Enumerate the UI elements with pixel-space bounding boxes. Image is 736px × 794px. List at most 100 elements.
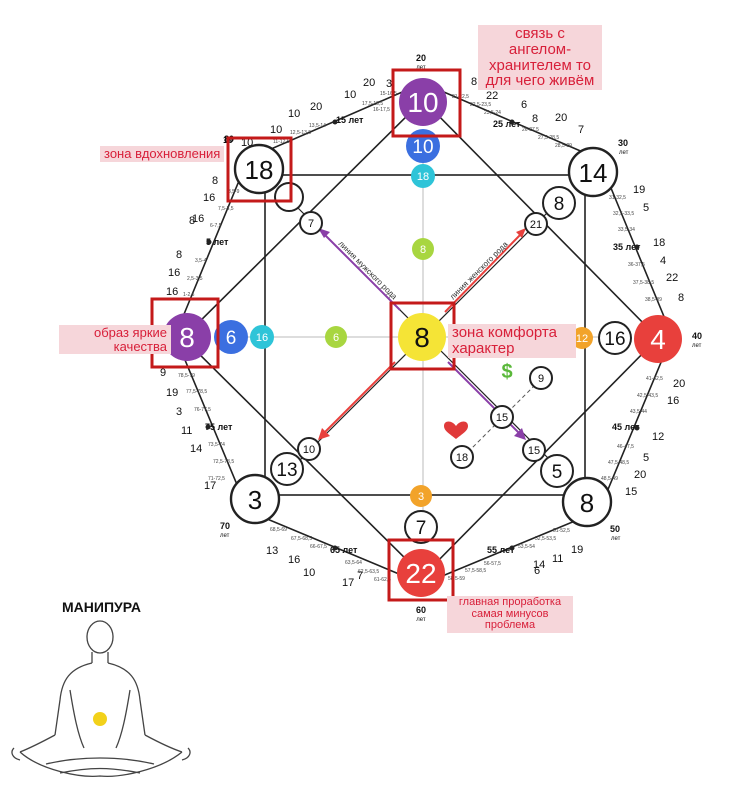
age-range: 1-2,5 [183,292,195,298]
age-range: 2,5-3,5 [187,276,203,282]
node-top-small-value: 18 [417,171,429,183]
age-20: 20 [416,53,426,63]
frame-top [391,68,462,138]
annotation-main-work: главная проработка самая минусов проблем… [447,596,573,633]
node-left-small-value: 16 [256,332,268,344]
node-center [398,313,446,361]
outer-num: 3 [176,406,182,418]
age-range: 23,5-24 [484,110,501,116]
outer-num: 20 [634,469,646,481]
age-40: 40 [692,331,702,341]
outer-num: 10 [344,89,356,101]
outer-num: 5 [643,452,649,464]
lower-right-arrowhead [514,428,526,440]
age-45: 45 лет [612,422,640,432]
age-range: 7,5-8,5 [218,206,234,212]
age-range: 56-57,5 [484,561,501,567]
lower-left-arrow [321,361,396,436]
node-tl-mid-value: 7 [308,218,314,230]
tick-dot [634,425,640,431]
age-range: 42,5-43,5 [637,393,658,399]
age-range: 16-17,5 [373,107,390,113]
outer-num: 6 [534,565,540,577]
outer-num: 22 [666,272,678,284]
outer-num: 20 [555,112,567,124]
node-h-line [325,326,347,348]
age-50: 50 [610,524,620,534]
node-dash-3-value: 18 [456,452,468,464]
node-left-mid [214,320,248,354]
outer-num: 16 [667,395,679,407]
octagon-tick-dots [205,119,640,551]
node-bottom-mid [404,510,438,544]
age-range: 66-67,5 [310,544,327,550]
node-br-mid [540,454,574,488]
age-25: 25 лет [493,119,521,129]
age-55: 55 лет [487,545,515,555]
age-30: 30 [618,138,628,148]
outer-num: 11 [181,425,192,437]
age-ranges-bottom: 51-52,5 52,5-53,5 53,5-54 56-57,5 57,5-5… [270,527,570,583]
frame-bottom [387,538,455,602]
heart-icon [444,421,468,439]
node-bl-mid [270,452,304,486]
node-tl-big-value: 18 [245,155,274,185]
age-70-unit: лет [220,533,230,539]
age-range: 52,5-53,5 [535,536,556,542]
node-bottom-small-value: 3 [418,491,424,503]
outer-num: 6 [521,99,527,111]
outer-num: 20 [363,77,375,89]
figure-legs [19,751,183,777]
age-range: 3,5-4 [195,258,207,264]
node-right-small-value: 12 [576,333,588,345]
node-tr-big [567,146,619,198]
chakra-title: МАНИПУРА [62,599,141,615]
age-15: 15 лет [336,115,364,125]
outer-num: 17 [342,577,354,589]
node-dash-2-value: 15 [496,412,508,424]
node-v-line [412,238,434,260]
age-range: 33,5-34 [618,227,635,233]
outer-num: 15 [625,486,637,498]
age-range: 62,5-63,5 [358,569,379,575]
outer-num: 16 [166,286,178,298]
age-range: 76-77,5 [194,407,211,413]
age-30-unit: лет [619,150,629,156]
node-tr-mid [542,186,576,220]
node-tr-mid-value: 8 [554,194,565,215]
chakra-dot [93,712,107,726]
age-range: 11-12,5 [273,139,290,145]
age-range: 17,5-18,5 [362,101,383,107]
age-range: 77,5-78,5 [186,389,207,395]
age-range: 73,5-74 [208,442,225,448]
node-tr-small-value: 21 [530,219,542,231]
node-tl-big [233,143,285,195]
node-center-value: 8 [414,322,430,353]
node-br-big-value: 8 [580,488,594,518]
outer-num: 16 [288,554,300,566]
tick-dot [206,239,212,245]
outer-num: 13 [266,545,278,557]
outer-num: 10 [288,108,300,120]
age-range: 38,5-39 [645,297,662,303]
age-60: 60 [416,605,426,615]
outer-num: 7 [578,124,584,136]
age-range: 51-52,5 [553,528,570,534]
age-range: 13,5-14 [309,123,326,129]
tick-dot [509,119,515,125]
node-bl-small-value: 10 [303,444,315,456]
figure-neck [91,652,109,663]
age-range: 68,5-69 [270,527,287,533]
age-50-unit: лет [611,536,621,542]
outer-num: 10 [303,567,315,579]
node-br-big [561,476,613,528]
outer-num: 8 [532,113,538,125]
outer-numbers-right-upper: 19 5 18 4 22 8 [633,184,684,304]
node-tr-small [524,212,548,236]
age-range: 61-62,5 [374,577,391,583]
node-top-big [399,78,447,126]
outer-num: 17 [204,480,216,492]
outer-num: 22 [486,90,498,102]
outer-numbers-top-right: 8 22 6 8 20 7 [471,76,584,136]
